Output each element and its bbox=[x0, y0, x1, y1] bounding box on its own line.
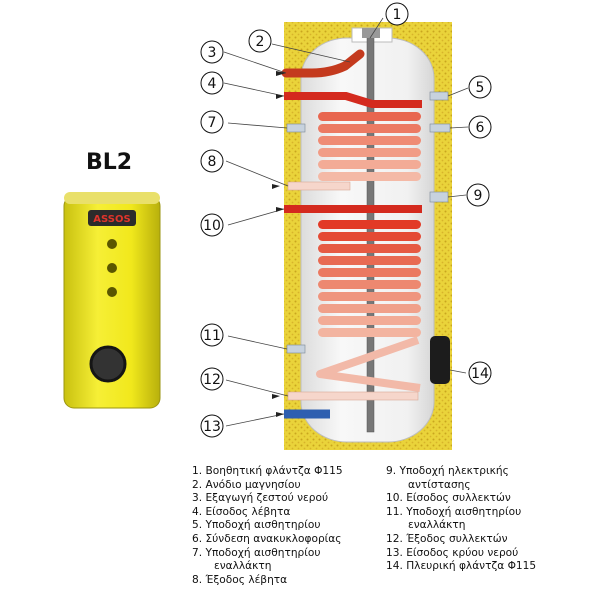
legend-item: 2. Ανόδιο μαγνησίου bbox=[192, 478, 301, 491]
boiler-side-flange bbox=[89, 345, 127, 383]
callout-9: 9 bbox=[466, 183, 490, 207]
svg-text:12: 12 bbox=[203, 372, 221, 388]
svg-text:5: 5 bbox=[476, 80, 485, 96]
legend-item: 7. Υποδοχή αισθητηρίου bbox=[192, 546, 321, 559]
callout-6: 6 bbox=[468, 115, 492, 139]
legend-right-column: 9. Υποδοχή ηλεκτρικής αντίστασης 10. Είσ… bbox=[386, 465, 586, 574]
leader-lines bbox=[223, 17, 469, 427]
legend-item-continuation: εναλλάκτη bbox=[214, 560, 272, 573]
callout-3: 3 bbox=[200, 40, 224, 64]
svg-text:13: 13 bbox=[203, 419, 221, 435]
arrow-heads bbox=[272, 71, 286, 417]
svg-text:7: 7 bbox=[208, 115, 217, 131]
svg-text:4: 4 bbox=[208, 76, 217, 92]
hot-water-outlet-pipe bbox=[281, 49, 365, 78]
legend-item: 5. Υποδοχή αισθητηρίου bbox=[192, 519, 321, 532]
brand-badge: ASSOS bbox=[88, 210, 136, 226]
callout-10: 10 bbox=[200, 213, 224, 237]
boiler-cross-section: 1 2 3 4 5 6 7 8 9 10 11 12 13 14 bbox=[200, 2, 492, 450]
callout-4: 4 bbox=[200, 71, 224, 95]
legend-item: 8. Έξοδος λέβητα bbox=[192, 573, 288, 586]
callout-1: 1 bbox=[385, 2, 409, 26]
boiler-port-1 bbox=[107, 239, 117, 249]
boiler-outlet-pipe bbox=[287, 181, 351, 191]
legend-item: 6. Σύνδεση ανακυκλοφορίας bbox=[192, 532, 342, 545]
svg-text:11: 11 bbox=[203, 328, 221, 344]
product-title: BL2 bbox=[86, 150, 133, 175]
legend-item: 1. Βοηθητική φλάντζα Φ115 bbox=[192, 465, 343, 477]
callout-12: 12 bbox=[200, 367, 224, 391]
callout-14: 14 bbox=[468, 361, 492, 385]
sensor-socket-11 bbox=[286, 344, 306, 354]
coil-return-pipe bbox=[316, 336, 421, 392]
legend-item: 10. Είσοδος συλλεκτών bbox=[386, 492, 511, 505]
boiler-port-2 bbox=[107, 263, 117, 273]
callout-5: 5 bbox=[468, 75, 492, 99]
svg-text:2: 2 bbox=[256, 34, 265, 50]
sensor-socket-7 bbox=[286, 123, 306, 133]
boiler-top-cap bbox=[64, 192, 160, 204]
sensor-socket-5 bbox=[429, 91, 449, 101]
callout-7: 7 bbox=[200, 110, 224, 134]
callouts: 1 2 3 4 5 6 7 8 9 10 11 12 13 14 bbox=[200, 2, 492, 438]
upper-heat-exchanger-coil bbox=[318, 112, 421, 181]
svg-text:8: 8 bbox=[208, 154, 217, 170]
anode-top bbox=[362, 28, 380, 38]
solar-outlet-pipe bbox=[287, 391, 419, 401]
legend-item: 13. Είσοδος κρύου νερού bbox=[386, 546, 519, 559]
callout-8: 8 bbox=[200, 149, 224, 173]
side-flange bbox=[430, 336, 450, 384]
svg-text:3: 3 bbox=[208, 45, 217, 61]
legend-item: 14. Πλευρική φλάντζα Φ115 bbox=[386, 560, 537, 573]
svg-text:14: 14 bbox=[471, 366, 489, 382]
callout-13: 13 bbox=[200, 414, 224, 438]
legend-item: 12. Έξοδος συλλεκτών bbox=[386, 532, 508, 545]
legend-item-continuation: αντίστασης bbox=[408, 478, 471, 491]
callout-2: 2 bbox=[248, 29, 272, 53]
legend-item: 9. Υποδοχή ηλεκτρικής bbox=[386, 465, 509, 477]
lower-heat-exchanger-coil bbox=[318, 220, 421, 337]
svg-text:1: 1 bbox=[393, 7, 402, 23]
svg-text:10: 10 bbox=[203, 218, 221, 234]
legend-item: 11. Υποδοχή αισθητηρίου bbox=[386, 505, 522, 518]
legend-item: 4. Είσοδος λέβητα bbox=[192, 505, 291, 518]
svg-text:9: 9 bbox=[474, 188, 483, 204]
callout-11: 11 bbox=[200, 323, 224, 347]
legend-left-column: 1. Βοηθητική φλάντζα Φ115 2. Ανόδιο μαγν… bbox=[192, 465, 382, 587]
boiler-inlet-pipe bbox=[284, 92, 422, 108]
svg-text:6: 6 bbox=[476, 120, 485, 136]
legend-item: 3. Εξαγωγή ζεστού νερού bbox=[192, 492, 329, 505]
recirculation-connection-6 bbox=[429, 123, 451, 133]
legend-item-continuation: εναλλάκτη bbox=[408, 519, 466, 532]
boiler-port-3 bbox=[107, 287, 117, 297]
boiler-product-image: ASSOS bbox=[63, 192, 161, 409]
brand-logo-text: ASSOS bbox=[93, 214, 130, 225]
electric-heater-socket-9 bbox=[429, 191, 449, 203]
